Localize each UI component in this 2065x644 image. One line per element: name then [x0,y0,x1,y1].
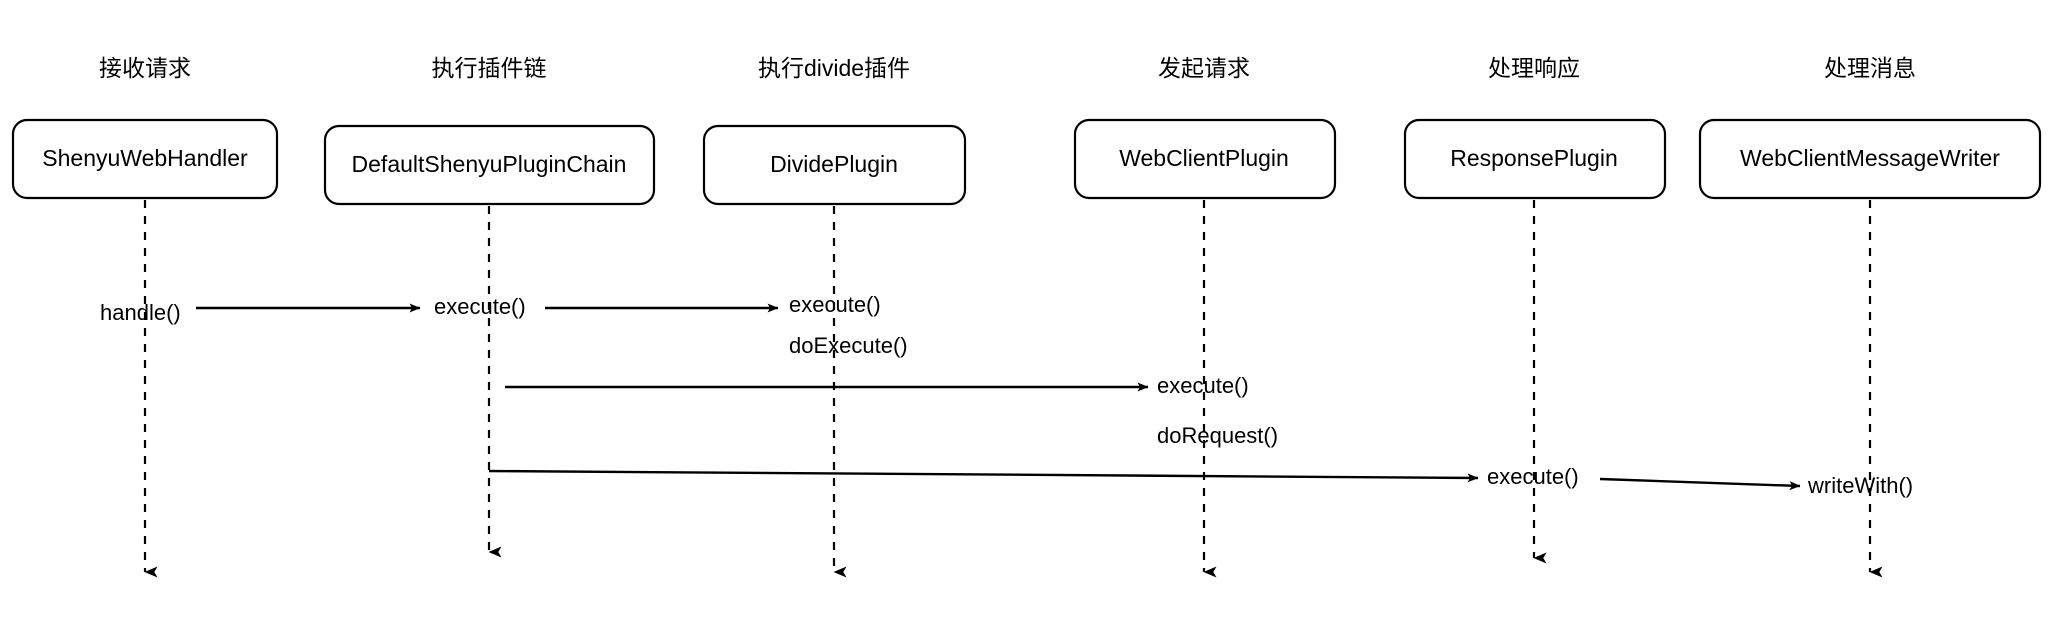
message-arrow-writewith[interactable] [1599,477,1801,491]
participant-divide-plugin[interactable]: DividePlugin [702,124,967,206]
group-label-shenyu-web-handler: 接收请求 [99,55,191,81]
participant-label-default-shenyu-plugin-chain: DefaultShenyuPluginChain [352,151,627,177]
participant-web-client-plugin[interactable]: WebClientPlugin [1073,118,1337,200]
message-execute-chain-to-divide[interactable]: execute() [434,294,779,319]
participant-box-default-shenyu-plugin-chain[interactable] [323,124,656,206]
message-label-execute-webclient: execute() [1157,373,1249,398]
message-handle[interactable]: handle() [100,300,421,325]
participant-default-shenyu-plugin-chain[interactable]: DefaultShenyuPluginChain [323,124,656,206]
group-label-response-plugin: 处理响应 [1488,55,1580,81]
message-execute-chain-to-response[interactable]: execute() [488,464,1579,489]
participant-label-shenyu-web-handler: ShenyuWebHandler [42,145,248,171]
group-label-web-client-plugin: 发起请求 [1158,55,1250,81]
message-arrow-execute-chain-to-response[interactable] [488,469,1479,483]
participant-box-divide-plugin[interactable] [702,124,967,206]
participant-response-plugin[interactable]: ResponsePlugin [1403,118,1667,200]
group-label-web-client-message-writer: 处理消息 [1824,55,1916,81]
message-label-dorequest: doRequest() [1157,423,1278,448]
participant-shenyu-web-handler[interactable]: ShenyuWebHandler [11,118,279,200]
group-label-default-shenyu-plugin-chain: 执行插件链 [432,55,547,81]
participant-box-web-client-plugin[interactable] [1073,118,1337,200]
messages: handle() execute() execute() doExecute()… [100,292,1913,498]
lifelines [143,200,1883,578]
group-label-divide-plugin: 执行divide插件 [758,55,910,81]
participant-boxes: ShenyuWebHandler DefaultShenyuPluginChai… [11,118,2042,206]
participant-label-response-plugin: ResponsePlugin [1450,145,1618,171]
message-writewith[interactable]: writeWith() [1599,473,1913,498]
participant-label-web-client-message-writer: WebClientMessageWriter [1740,145,2000,171]
participant-label-divide-plugin: DividePlugin [770,151,898,177]
message-label-writewith: writeWith() [1807,473,1913,498]
message-label-execute-chain: execute() [434,294,526,319]
participant-label-web-client-plugin: WebClientPlugin [1119,145,1289,171]
message-label-execute-divide: execute() [789,292,881,317]
participant-web-client-message-writer[interactable]: WebClientMessageWriter [1698,118,2042,200]
participant-box-shenyu-web-handler[interactable] [11,118,279,200]
participant-box-web-client-message-writer[interactable] [1698,118,2042,200]
group-labels: 接收请求 执行插件链 执行divide插件 发起请求 处理响应 处理消息 [99,55,1916,81]
message-label-handle: handle() [100,300,181,325]
message-label-execute-response: execute() [1487,464,1579,489]
message-label-doexecute: doExecute() [789,333,908,358]
message-execute-chain-to-webclient[interactable]: execute() [505,373,1249,398]
participant-box-response-plugin[interactable] [1403,118,1667,200]
